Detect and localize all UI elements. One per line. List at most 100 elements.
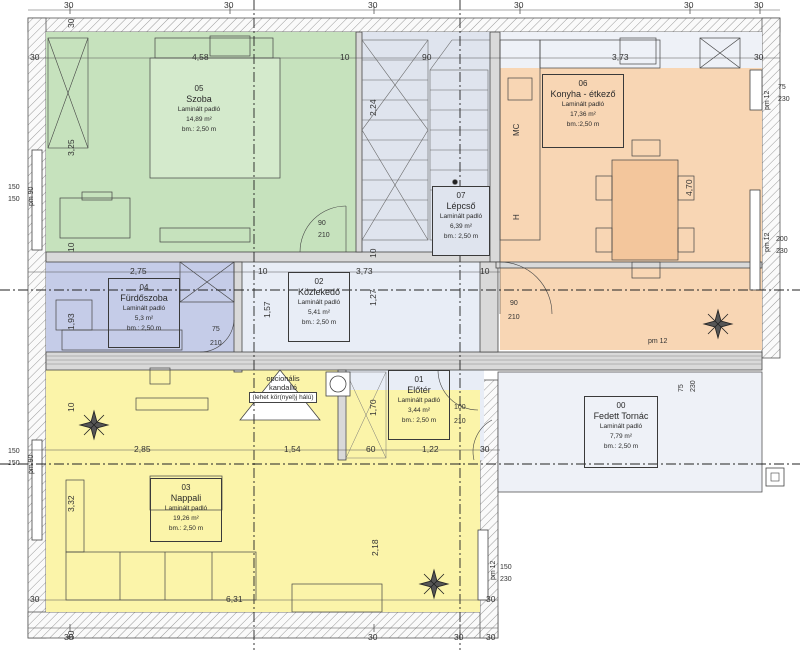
room-area: 7,79 m² [609, 433, 633, 440]
room-area: 5,41 m² [307, 309, 331, 316]
fireplace-label: opcionális kandalló (lehet kör(nyel)j há… [238, 374, 328, 403]
fireplace-line2: kandalló [269, 383, 297, 392]
label-furdo: 04 Fürdőszoba Laminált padló 5,3 m² bm.:… [108, 278, 180, 348]
dim-text: 1,57 [262, 301, 272, 318]
dim-text: 30 [30, 594, 40, 604]
windows [31, 69, 763, 601]
dim-text: 30 [454, 632, 464, 642]
room-name: Lépcső [446, 201, 476, 211]
dimension-ticks [69, 6, 761, 632]
room-tornac-fill [497, 371, 763, 493]
room-number: 03 [181, 483, 191, 492]
dim-text: 30 [754, 52, 764, 62]
room-height: bm.: 2,50 m [301, 319, 337, 326]
opening-label: 75 [212, 326, 220, 333]
opening-label: 210 [454, 418, 466, 425]
plant-icons [78, 308, 734, 600]
room-area: 6,39 m² [449, 223, 473, 230]
opening-label: 100 [454, 404, 466, 411]
wardrobe [47, 37, 89, 149]
parapet-label: pm 90 [28, 454, 35, 474]
dim-text: 30 [480, 444, 490, 454]
room-number: 02 [314, 277, 324, 286]
dim-text: 3,25 [66, 139, 76, 156]
entry-stair [345, 371, 387, 459]
room-floor: Laminált padló [561, 101, 605, 108]
dim-text: 10 [258, 266, 268, 276]
parapet-label: pm 12 [648, 338, 668, 345]
dim-text: 3,73 [356, 266, 373, 276]
dim-text: 30 [66, 18, 76, 28]
dim-text: 1,93 [66, 313, 76, 330]
wall-hatch-lines [46, 355, 762, 365]
fireplace-line1: opcionális [266, 374, 300, 383]
kitchen-furniture [499, 37, 741, 279]
dim-text: 30 [684, 0, 694, 10]
bed [59, 35, 281, 243]
room-floor: Laminált padló [439, 213, 483, 220]
room-name: Előtér [407, 385, 431, 395]
opening-label: 230 [690, 380, 697, 392]
dim-text: 10 [66, 242, 76, 252]
room-floor: Laminált padló [397, 397, 441, 404]
dim-text: 2,85 [134, 444, 151, 454]
room-area: 5,3 m² [134, 315, 154, 322]
room-height: bm.: 2,50 m [443, 233, 479, 240]
dim-text: 2,24 [368, 99, 378, 116]
room-height: bm.: 2,50 m [181, 126, 217, 133]
dim-text: 30 [486, 632, 496, 642]
opening-label: 90 [318, 220, 326, 227]
dim-text: 30 [64, 632, 74, 642]
opening-label: 150 [8, 196, 20, 203]
dim-text: 30 [64, 0, 74, 10]
dim-text: 1,54 [284, 444, 301, 454]
room-floor: Laminált padló [164, 505, 208, 512]
opening-label: 150 [500, 564, 512, 571]
room-area: 14,89 m² [186, 116, 212, 123]
terrace-post [765, 467, 785, 487]
dim-text: 2,18 [370, 539, 380, 556]
dim-text: 10 [368, 248, 378, 258]
room-number: 05 [194, 84, 204, 93]
dim-text: 4,70 [684, 179, 694, 196]
dim-text: 30 [368, 0, 378, 10]
room-number: 07 [456, 191, 466, 200]
room-height: bm.: 2,50 m [126, 325, 162, 332]
opening-label: 150 [8, 460, 20, 467]
room-height: bm.:2,50 m [566, 121, 600, 128]
room-area: 17,36 m² [570, 111, 596, 118]
opening-label: 150 [8, 448, 20, 455]
interior-walls [45, 31, 763, 461]
room-floor: Laminált padló [297, 299, 341, 306]
opening-label: 210 [210, 340, 222, 347]
room-number: 00 [616, 401, 626, 410]
room-nappali-fill [46, 390, 480, 612]
room-name: Konyha - étkező [550, 89, 616, 99]
room-name: Nappali [170, 493, 202, 503]
opening-label: 200 [776, 236, 788, 243]
room-name: Fedett Tornác [593, 411, 649, 421]
room-floor: Laminált padló [599, 423, 643, 430]
dim-text: 1,70 [368, 399, 378, 416]
opening-label: 210 [508, 314, 520, 321]
label-szoba: 05 Szoba Laminált padló 14,89 m² bm.: 2,… [164, 80, 234, 150]
dim-text: 4,58 [192, 52, 209, 62]
room-height: bm.: 2,50 m [168, 525, 204, 532]
dim-text: 30 [486, 594, 496, 604]
parapet-label: pm 90 [28, 186, 35, 206]
dim-text: 30 [514, 0, 524, 10]
room-number: 06 [578, 79, 588, 88]
label-lepcso: 07 Lépcső Laminált padló 6,39 m² bm.: 2,… [432, 186, 490, 256]
room-height: bm.: 2,50 m [603, 443, 639, 450]
opening-label: 150 [8, 184, 20, 191]
dim-text: 2,75 [130, 266, 147, 276]
opening-label: 230 [500, 576, 512, 583]
dim-text: 60 [366, 444, 376, 454]
dim-text: 30 [30, 52, 40, 62]
room-kitchen-counter-fill [500, 32, 762, 68]
kitchen-mc-label: MC [512, 123, 521, 136]
dim-text: 3,73 [612, 52, 629, 62]
dim-text: 30 [368, 632, 378, 642]
